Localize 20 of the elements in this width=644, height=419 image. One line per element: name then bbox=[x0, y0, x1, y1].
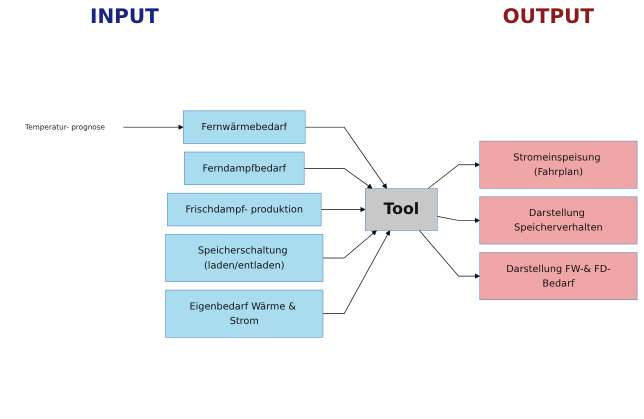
column-heading: INPUT bbox=[90, 4, 159, 30]
node-box: Eigenbedarf Wärme & Strom bbox=[165, 290, 324, 338]
node-box: Darstellung FW-& FD-Bedarf bbox=[479, 252, 638, 300]
node-box: Stromeinspeisung (Fahrplan) bbox=[479, 141, 638, 190]
arrow bbox=[436, 216, 480, 224]
node-box: Frischdampf- produktion bbox=[167, 193, 322, 227]
arrow bbox=[322, 230, 377, 259]
arrow bbox=[122, 124, 184, 130]
arrow bbox=[322, 230, 390, 314]
node-box: Ferndampfbedarf bbox=[184, 152, 305, 186]
arrow bbox=[428, 162, 480, 190]
node-box: Fernwärmebedarf bbox=[182, 110, 306, 144]
node-box: Speicherschaltung (laden/entladen) bbox=[165, 234, 324, 282]
node-box: Darstellung Speicherverhalten bbox=[479, 196, 638, 245]
node-box: Tool bbox=[365, 188, 438, 232]
arrow bbox=[304, 168, 373, 190]
arrow bbox=[320, 207, 366, 213]
column-heading: OUTPUT bbox=[502, 4, 594, 30]
arrow bbox=[304, 127, 388, 190]
arrow bbox=[418, 230, 480, 280]
